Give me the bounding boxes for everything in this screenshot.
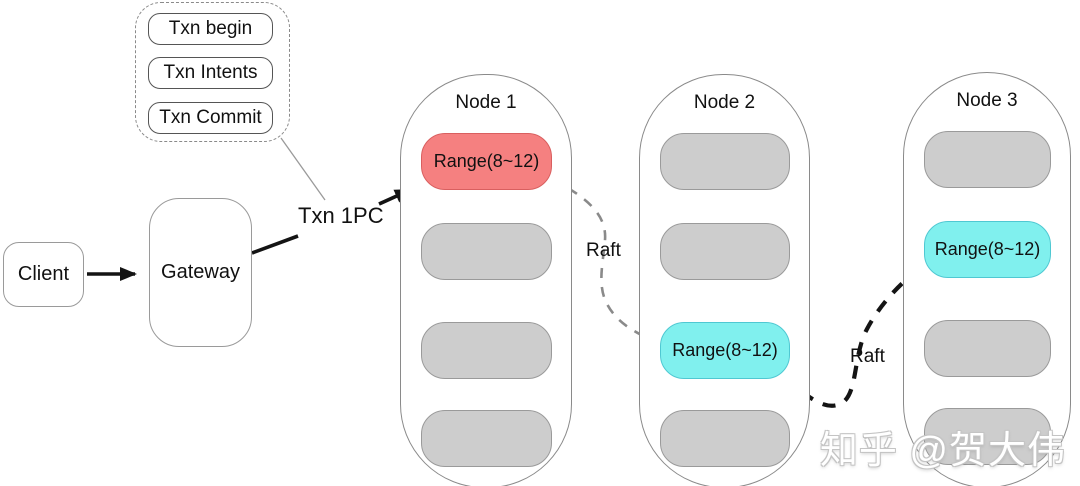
range-placeholder — [421, 322, 552, 379]
range-placeholder — [924, 408, 1051, 465]
node-3-title: Node 3 — [956, 90, 1018, 111]
txn-steps-group: Txn begin Txn Intents Txn Commit — [135, 2, 290, 142]
node-3: Node 3 Range(8~12) — [903, 72, 1071, 486]
txn-step-commit: Txn Commit — [148, 102, 273, 134]
range-placeholder — [924, 320, 1051, 377]
range-placeholder — [660, 223, 790, 280]
node-2: Node 2 Range(8~12) — [639, 74, 810, 486]
txngroup-callout-line — [280, 137, 326, 201]
node-2-title: Node 2 — [693, 92, 756, 113]
range-placeholder — [924, 131, 1051, 188]
client-box: Client — [3, 242, 84, 307]
raft-label-1: Raft — [586, 240, 621, 261]
raft-label-2: Raft — [850, 346, 885, 367]
gateway-box: Gateway — [149, 198, 252, 347]
txn-step-intents: Txn Intents — [148, 57, 273, 89]
node-1-title: Node 1 — [455, 92, 517, 113]
watermark: 知乎 @贺大伟 — [819, 430, 1066, 472]
txn-1pc-label: Txn 1PC — [298, 203, 384, 228]
range-leader: Range(8~12) — [421, 133, 552, 190]
node-1: Node 1 Range(8~12) — [400, 74, 572, 486]
txn-step-begin: Txn begin — [148, 13, 273, 45]
range-replica: Range(8~12) — [660, 322, 790, 379]
range-replica: Range(8~12) — [924, 221, 1051, 278]
range-placeholder — [660, 410, 790, 467]
gateway-txn1pc-line — [251, 234, 299, 255]
range-placeholder — [421, 410, 552, 467]
range-placeholder — [421, 223, 552, 280]
range-placeholder — [660, 133, 790, 190]
